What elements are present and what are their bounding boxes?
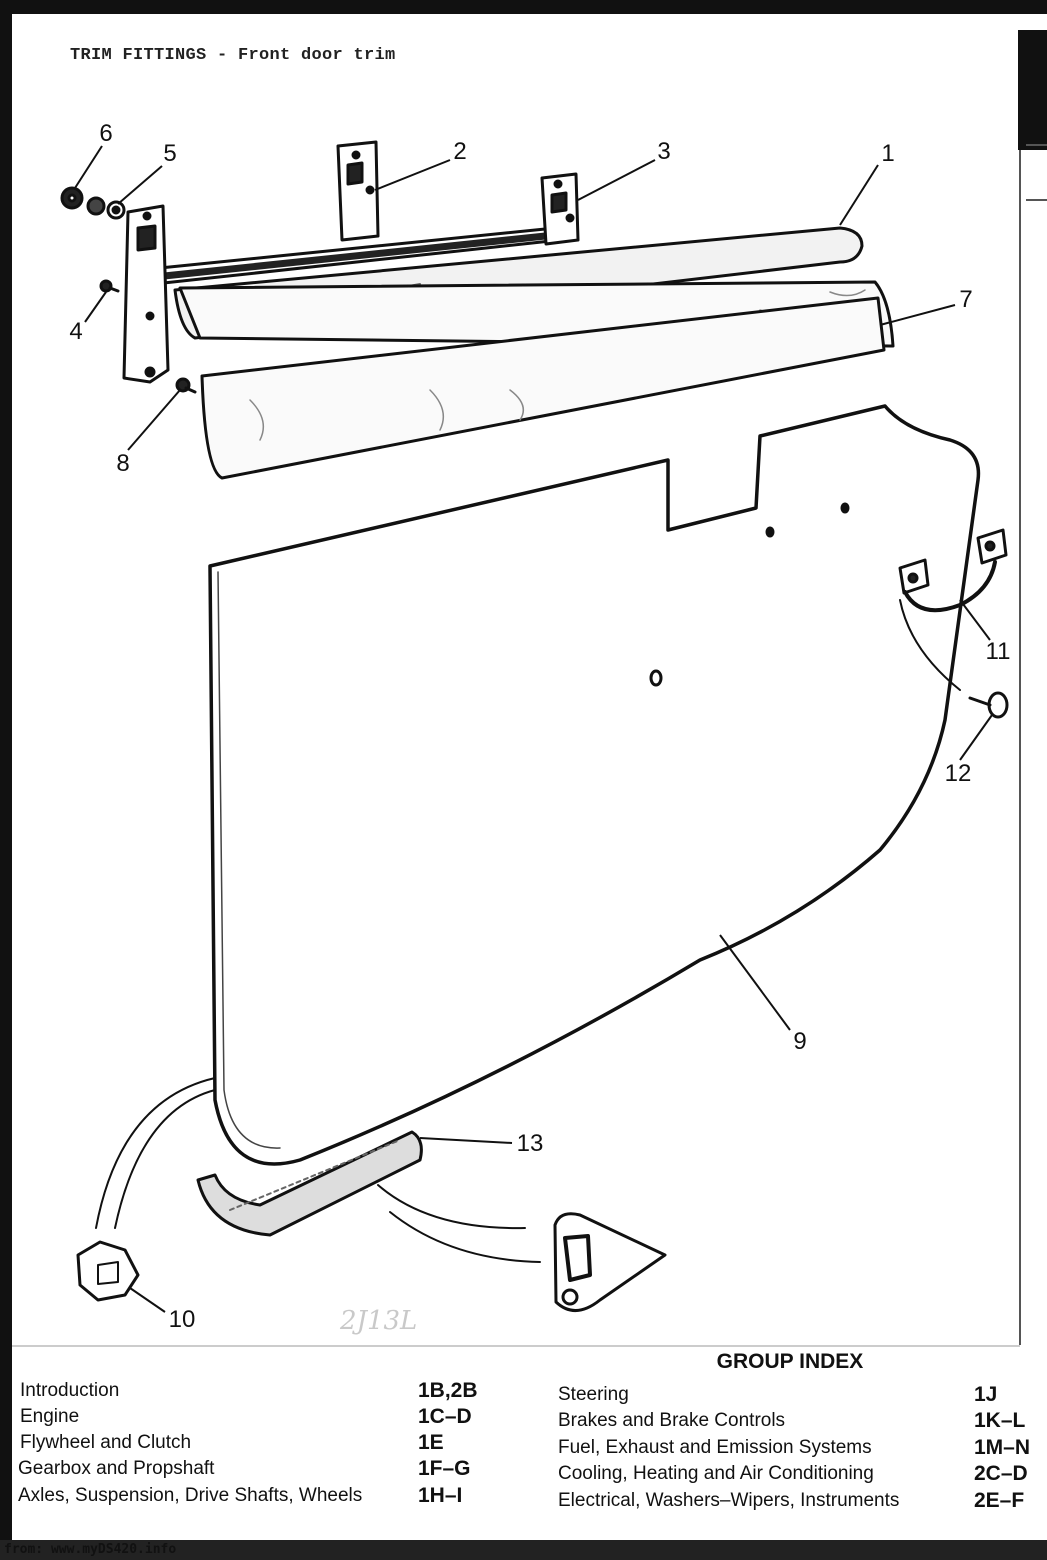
part-end-bracket [122,204,170,384]
part-9-door-panel [208,404,981,1166]
index-code-introduction: 1B,2B [418,1379,478,1402]
part-13-seal-strip [196,1130,423,1237]
callout-5: 5 [163,140,177,167]
index-code-flywheel: 1E [418,1431,444,1454]
part-seal-section [377,1184,667,1312]
index-label-cooling: Cooling, Heating and Air Conditioning [558,1463,874,1484]
index-code-cooling: 2C–D [974,1462,1028,1485]
part-lower-capping [200,296,886,480]
source-footer: from: www.myDS420.info [4,1542,177,1557]
index-code-steering: 1J [974,1383,998,1406]
index-label-flywheel: Flywheel and Clutch [20,1432,192,1453]
part-10-trim-clip [76,1077,216,1302]
index-label-gearbox: Gearbox and Propshaft [18,1458,215,1479]
callout-4: 4 [69,318,83,345]
index-code-electrical: 2E–F [974,1489,1025,1512]
callout-6: 6 [99,120,113,147]
callout-1: 1 [881,140,895,167]
callout-10: 10 [168,1306,196,1333]
part-12-screw [968,691,1009,719]
part-5-washer [86,196,126,220]
part-4-screw [99,279,120,293]
callout-7: 7 [959,286,973,313]
index-label-engine: Engine [20,1406,80,1427]
callout-8: 8 [116,450,130,477]
part-6-nut [60,186,84,210]
index-label-brakes: Brakes and Brake Controls [558,1410,786,1431]
leader-lines [74,145,993,1313]
index-code-gearbox: 1F–G [418,1457,471,1480]
part-2-bracket [336,140,380,242]
group-index-title: GROUP INDEX [716,1350,864,1373]
index-code-fuel: 1M–N [974,1436,1031,1459]
part-11-pull-handle [898,528,1008,691]
index-label-fuel: Fuel, Exhaust and Emission Systems [558,1437,872,1458]
callout-2: 2 [453,138,467,165]
index-code-engine: 1C–D [418,1405,472,1428]
page-title: TRIM FITTINGS - Front door trim [70,46,396,65]
index-label-electrical: Electrical, Washers–Wipers, Instruments [558,1490,900,1511]
callout-12: 12 [944,760,972,787]
index-code-axles: 1H–I [418,1484,463,1507]
part-8-screw [175,377,197,394]
index-code-brakes: 1K–L [974,1409,1026,1432]
callout-3: 3 [657,138,671,165]
index-label-axles: Axles, Suspension, Drive Shafts, Wheels [18,1485,363,1506]
index-label-steering: Steering [558,1384,629,1405]
callout-9: 9 [793,1028,807,1055]
index-label-introduction: Introduction [20,1380,120,1401]
callout-11: 11 [985,638,1011,665]
handwritten-note: 2J13L [340,1306,418,1336]
part-3-bracket [540,172,580,246]
callout-13: 13 [516,1130,544,1157]
